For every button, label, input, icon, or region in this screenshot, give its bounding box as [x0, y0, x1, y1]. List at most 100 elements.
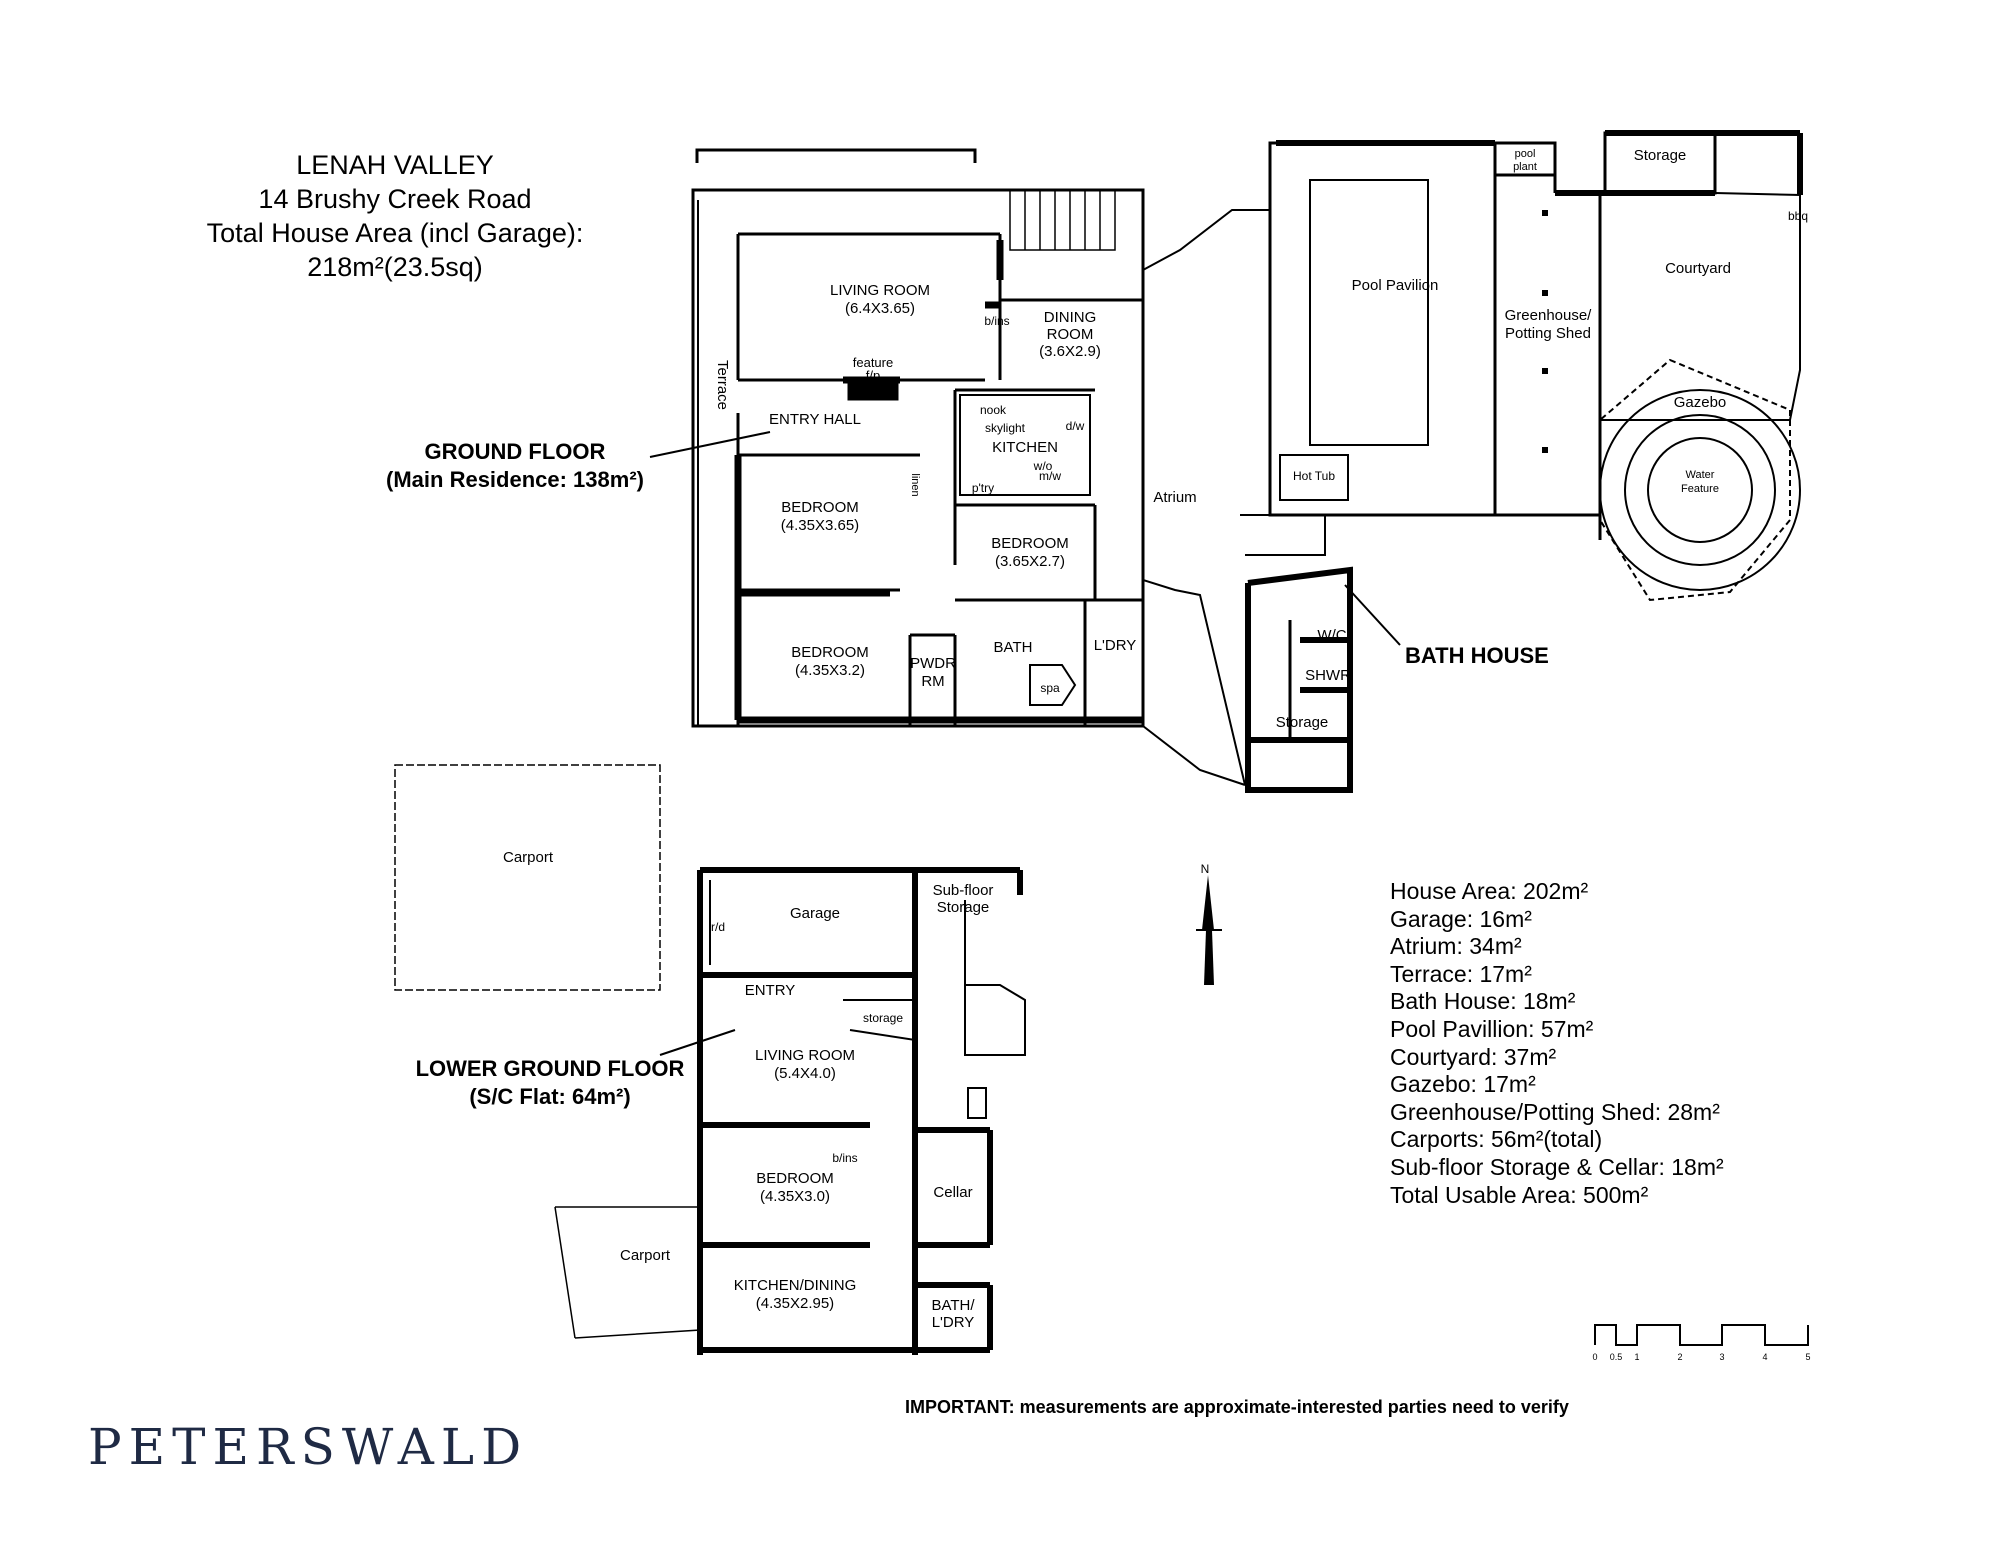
- lower-bath-label-1: BATH/: [931, 1297, 975, 1314]
- pool-plant-label-1: pool: [1515, 148, 1536, 160]
- lower-bedroom-dim: (4.35X3.0): [760, 1188, 830, 1205]
- linen-label: linen: [909, 473, 921, 496]
- garage-label: Garage: [790, 905, 840, 922]
- bbq-label: bbq: [1788, 209, 1808, 223]
- small-storage-label: storage: [863, 1011, 903, 1025]
- skylight-label: skylight: [985, 421, 1026, 435]
- terrace-outline: [692, 195, 699, 727]
- lower-b-ins-label: b/ins: [832, 1151, 857, 1165]
- feature-label: feature: [853, 355, 893, 370]
- pool-pavilion-label: Pool Pavilion: [1352, 277, 1439, 294]
- kitchen-dining-label: KITCHEN/DINING: [734, 1277, 857, 1294]
- north-arrow-tail: [1204, 930, 1214, 985]
- bath-house-storage-label: Storage: [1276, 714, 1329, 731]
- bedroom3-label: BEDROOM: [791, 644, 869, 661]
- entry-stairs: [1009, 189, 1116, 251]
- scale-tick-05: 0.5: [1610, 1352, 1623, 1362]
- bedroom1-dim: (4.35X3.65): [781, 517, 859, 534]
- area-line: Greenhouse/Potting Shed: 28m²: [1390, 1098, 1720, 1125]
- dw-label: d/w: [1066, 419, 1085, 433]
- lower-floor-thin-walls: [709, 880, 1026, 1119]
- lower-living-dim: (5.4X4.0): [774, 1065, 836, 1082]
- water-feature-label-2: Feature: [1681, 483, 1719, 495]
- ground-floor-leader: [649, 431, 771, 458]
- lower-floor-walls: [697, 867, 1023, 1355]
- suburb-title: LENAH VALLEY: [296, 150, 494, 180]
- lower-carport-rail: [554, 1206, 576, 1339]
- ptry-label: p'try: [972, 481, 994, 495]
- lower-bath-label-2: L'DRY: [932, 1314, 975, 1331]
- rm-label: RM: [921, 673, 944, 690]
- scale-tick-3: 3: [1719, 1352, 1724, 1362]
- storage-label: Storage: [1634, 147, 1687, 164]
- spa-tub: [1029, 664, 1077, 706]
- mw-label: m/w: [1039, 469, 1061, 483]
- lower-carport-label: Carport: [620, 1247, 671, 1264]
- scale-tick-0: 0: [1592, 1352, 1597, 1362]
- ground-floor-heavy-walls: [734, 240, 1143, 724]
- bath-house-walls: [1245, 566, 1353, 793]
- ground-floor-title: GROUND FLOOR: [424, 439, 606, 464]
- north-arrow: [1202, 875, 1214, 930]
- property-header: LENAH VALLEY 14 Brushy Creek Road Total …: [140, 148, 650, 284]
- area-line: Carports: 56m²(total): [1390, 1126, 1603, 1153]
- pool-pavilion-walls: [1268, 130, 1803, 540]
- ldry-label: L'DRY: [1094, 637, 1137, 654]
- greenhouse-label-1: Greenhouse/: [1505, 307, 1593, 324]
- area-line: Atrium: 34m²: [1390, 933, 1522, 960]
- pool-plant-label-2: plant: [1513, 161, 1537, 173]
- dining-room-label-2: ROOM: [1047, 326, 1094, 343]
- lower-ground-floor-callout: LOWER GROUND FLOOR (S/C Flat: 64m²): [395, 1055, 705, 1111]
- courtyard-label: Courtyard: [1665, 260, 1731, 277]
- total-area-value: 218m²(23.5sq): [307, 252, 483, 282]
- bedroom3-dim: (4.35X3.2): [795, 662, 865, 679]
- bedroom2-label: BEDROOM: [991, 535, 1069, 552]
- wo-label: w/o: [1033, 459, 1053, 473]
- nook-label: nook: [980, 403, 1007, 417]
- shwr-label: SHWR: [1305, 667, 1351, 684]
- terrace-label: Terrace: [714, 360, 731, 410]
- dining-room-label: DINING: [1044, 309, 1097, 326]
- bath-label: BATH: [994, 639, 1033, 656]
- lower-floor-leader: [659, 1029, 736, 1056]
- bath-house-leader: [1344, 584, 1401, 646]
- bath-house-callout: BATH HOUSE: [1405, 643, 1549, 668]
- total-area-label: Total House Area (incl Garage):: [206, 218, 584, 248]
- lower-bedroom-label: BEDROOM: [756, 1170, 834, 1187]
- dining-room-dim: (3.6X2.9): [1039, 343, 1101, 360]
- lower-ground-floor-title: LOWER GROUND FLOOR: [415, 1056, 685, 1081]
- scale-tick-1: 1: [1634, 1352, 1639, 1362]
- spa-label: spa: [1040, 681, 1060, 695]
- kitchen-bench: [959, 394, 1091, 496]
- area-schedule: House Area: 202m² Garage: 16m² Atrium: 3…: [1390, 878, 1724, 1209]
- scale-tick-5: 5: [1805, 1352, 1810, 1362]
- measurement-notice: IMPORTANT: measurements are approximate-…: [905, 1397, 1569, 1417]
- hot-tub-label: Hot Tub: [1293, 469, 1335, 483]
- greenhouse-posts: [1542, 210, 1548, 453]
- compass-label: N: [1201, 862, 1210, 876]
- address-line: 14 Brushy Creek Road: [258, 184, 532, 214]
- area-line: Pool Pavillion: 57m²: [1390, 1015, 1594, 1042]
- ground-floor-area: (Main Residence: 138m²): [386, 467, 644, 492]
- area-line: Total Usable Area: 500m²: [1390, 1181, 1649, 1208]
- upper-carport-label: Carport: [503, 849, 554, 866]
- cellar-label: Cellar: [933, 1184, 972, 1201]
- fireplace: [847, 377, 899, 401]
- gazebo-structure: [1599, 358, 1801, 602]
- lower-carport: [555, 1206, 701, 1339]
- scale-tick-2: 2: [1677, 1352, 1682, 1362]
- entry-hall-label: ENTRY HALL: [769, 411, 861, 428]
- gazebo-label: Gazebo: [1674, 394, 1727, 411]
- bedroom1-label: BEDROOM: [781, 499, 859, 516]
- living-room-dim: (6.4X3.65): [845, 300, 915, 317]
- kitchen-label: KITCHEN: [992, 439, 1058, 456]
- pwdr-label: PWDR: [910, 655, 956, 672]
- scale-bar: [1594, 1324, 1809, 1346]
- area-line: Courtyard: 37m²: [1390, 1043, 1557, 1070]
- wc-label: W/C: [1317, 627, 1346, 644]
- area-line: Terrace: 17m²: [1390, 960, 1532, 987]
- sub-floor-label-1: Sub-floor: [933, 882, 994, 899]
- area-line: Sub-floor Storage & Cellar: 18m²: [1390, 1153, 1724, 1180]
- lower-ground-floor-area: (S/C Flat: 64m²): [469, 1084, 631, 1109]
